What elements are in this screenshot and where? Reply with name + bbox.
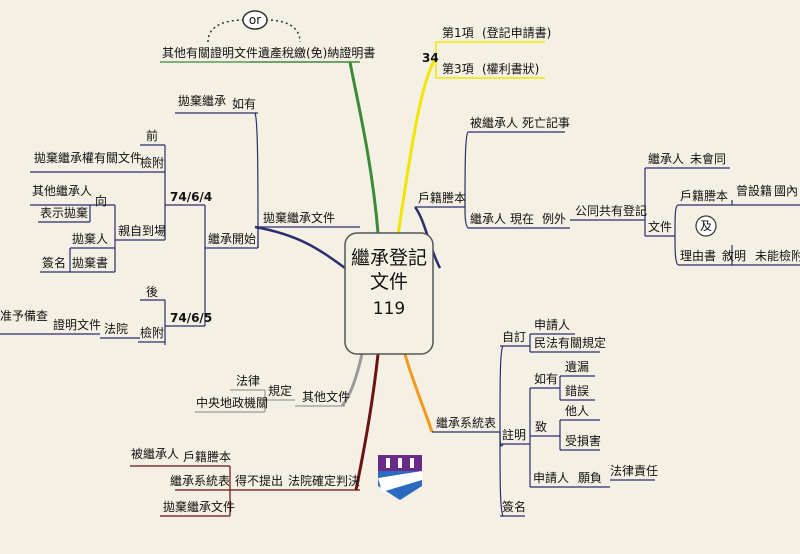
label-renouncer: 拋棄人 bbox=[72, 231, 108, 246]
label-rule: 規定 bbox=[268, 383, 292, 398]
or-arc-right bbox=[265, 19, 301, 43]
label-liability: 法律責任 bbox=[610, 464, 658, 478]
center-number: 119 bbox=[373, 299, 405, 319]
branch-green bbox=[348, 61, 380, 234]
label-item3-note: (權利書狀) bbox=[482, 62, 539, 76]
label-error: 錯誤 bbox=[565, 383, 589, 398]
branch-gray bbox=[340, 353, 364, 407]
label-note: 註明 bbox=[502, 428, 526, 442]
label-once-reg: 曾設籍 bbox=[736, 183, 772, 198]
label-court-root: 法院確定判決 bbox=[288, 473, 360, 488]
label-court: 法院 bbox=[104, 322, 128, 336]
label-after: 後 bbox=[146, 285, 158, 299]
label-document: 文件 bbox=[648, 219, 672, 234]
label-civil-law: 民法有關規定 bbox=[534, 335, 606, 350]
label-express: 表示拋棄 bbox=[40, 205, 88, 220]
label-disclaim-heir: 拋棄繼承 bbox=[178, 93, 226, 108]
branch-orange bbox=[403, 353, 434, 433]
or-bubble bbox=[242, 10, 268, 30]
label-34: 34 bbox=[422, 51, 439, 65]
label-proof: 證明文件 bbox=[53, 317, 101, 332]
label-hh-root: 戶籍謄本 bbox=[418, 190, 466, 205]
label-domestic: 國內 bbox=[774, 184, 798, 198]
label-bear: 願負 bbox=[578, 471, 602, 485]
center-title-1: 繼承登記 bbox=[351, 247, 427, 269]
label-co-owned: 公同共有登記 bbox=[575, 203, 647, 218]
label-agency: 中央地政機關 bbox=[196, 395, 268, 410]
label-estate-tax: 遺產稅繳(免)納證明書 bbox=[258, 45, 375, 60]
label-sign: 簽名 bbox=[42, 255, 66, 270]
label-applicant2: 申請人 bbox=[533, 471, 569, 485]
branch-navy-left bbox=[254, 225, 346, 270]
label-exception: 例外 bbox=[542, 212, 566, 226]
label-start: 繼承開始 bbox=[208, 232, 256, 246]
label-sys-if-any: 如有 bbox=[534, 371, 558, 386]
label-court-decedent: 被繼承人 bbox=[131, 447, 179, 461]
label-disclaim-root: 拋棄繼承文件 bbox=[263, 210, 335, 225]
center-title-2: 文件 bbox=[370, 271, 408, 293]
branch-yellow bbox=[396, 57, 438, 236]
or-label: or bbox=[249, 13, 261, 27]
center-node bbox=[344, 232, 434, 355]
label-other-docs: 其他有關證明文件 bbox=[162, 45, 258, 60]
label-toward: 向 bbox=[95, 193, 107, 208]
label-attach1: 檢附 bbox=[140, 155, 164, 170]
label-item1-note: (登記申請書) bbox=[482, 25, 551, 40]
label-system-root: 繼承系統表 bbox=[436, 416, 496, 430]
label-other-heirs: 其他繼承人 bbox=[32, 184, 92, 198]
label-sys-applicant: 申請人 bbox=[534, 318, 570, 332]
label-item1: 第1項 bbox=[442, 26, 474, 40]
label-if-any: 如有 bbox=[232, 96, 256, 111]
label-date1: 74/6/4 bbox=[170, 190, 212, 204]
label-sys-sign: 簽名 bbox=[502, 499, 526, 514]
label-present: 現在 bbox=[510, 212, 534, 226]
label-in-person: 親自到場 bbox=[118, 224, 166, 238]
disclaim-lines bbox=[0, 112, 360, 345]
label-cause: 致 bbox=[535, 420, 547, 434]
label-omission: 遺漏 bbox=[565, 359, 589, 374]
label-reason: 理由書 bbox=[680, 249, 716, 263]
household-lines bbox=[415, 131, 800, 266]
label-other-root: 其他文件 bbox=[302, 389, 350, 404]
other-lines bbox=[195, 389, 345, 413]
court-lines bbox=[130, 465, 360, 517]
label-decedent: 被繼承人 bbox=[470, 116, 518, 130]
label-self-made: 自訂 bbox=[502, 329, 526, 344]
label-before: 前 bbox=[146, 128, 158, 143]
label-unmarried: 未會同 bbox=[690, 152, 726, 166]
label-damage: 受損害 bbox=[565, 433, 601, 448]
label-other: 他人 bbox=[565, 404, 589, 418]
and-bubble bbox=[695, 215, 717, 237]
or-arc-left bbox=[207, 19, 245, 43]
label-court-table: 繼承系統表 bbox=[170, 474, 230, 488]
label-heir2: 繼承人 bbox=[648, 152, 684, 166]
label-court-disclaim: 拋棄繼承文件 bbox=[163, 499, 235, 514]
label-letter: 拋棄書 bbox=[72, 255, 108, 270]
label-attach2: 檢附 bbox=[140, 325, 164, 340]
logo-emblem bbox=[378, 455, 422, 500]
system-lines bbox=[432, 333, 655, 517]
label-hh-copy: 戶籍謄本 bbox=[680, 188, 728, 203]
label-and: 及 bbox=[700, 219, 712, 233]
label-state: 敘明 bbox=[722, 248, 746, 263]
label-law: 法律 bbox=[236, 374, 260, 388]
label-death-record: 死亡記事 bbox=[522, 115, 570, 130]
label-not-submit: 得不提出 bbox=[235, 473, 283, 488]
label-date2: 74/6/5 bbox=[170, 311, 212, 325]
label-not-found: 未能檢附 bbox=[755, 248, 800, 263]
label-court-hh: 戶籍謄本 bbox=[183, 449, 231, 464]
label-heir: 繼承人 bbox=[470, 212, 506, 226]
branch-maroon bbox=[354, 353, 380, 491]
label-disclaim-docs: 拋棄繼承權有關文件 bbox=[34, 150, 142, 165]
label-item3: 第3項 bbox=[442, 62, 474, 76]
label-approved: 准予備查 bbox=[0, 308, 48, 323]
